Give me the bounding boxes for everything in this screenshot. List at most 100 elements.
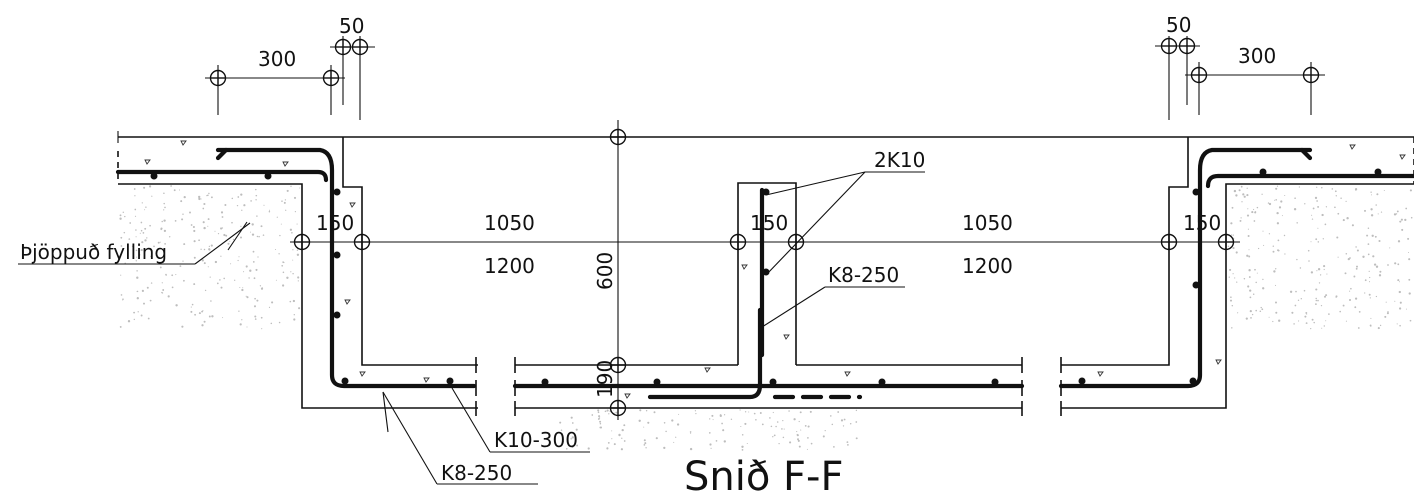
fill-stipple-dot bbox=[239, 323, 242, 326]
fill-stipple-dot bbox=[1317, 227, 1319, 229]
fill-stipple-dot bbox=[761, 423, 764, 426]
fill-stipple-dot bbox=[1277, 249, 1279, 252]
fill-stipple-dot bbox=[645, 409, 648, 412]
fill-stipple-dot bbox=[221, 227, 224, 229]
fill-stipple-dot bbox=[606, 447, 609, 450]
fill-stipple-dot bbox=[1304, 203, 1306, 205]
fill-stipple-dot bbox=[159, 241, 161, 243]
fill-stipple-dot bbox=[1357, 327, 1360, 329]
fill-stipple-dot bbox=[1322, 238, 1324, 240]
fill-stipple-dot bbox=[144, 239, 147, 242]
fill-stipple-dot bbox=[274, 248, 277, 251]
fill-stipple-dot bbox=[241, 209, 243, 211]
fill-stipple-dot bbox=[1397, 240, 1401, 243]
fill-stipple-dot bbox=[1268, 202, 1272, 206]
fill-stipple-dot bbox=[1396, 323, 1398, 325]
fill-stipple-dot bbox=[615, 411, 618, 414]
fill-stipple-dot bbox=[160, 228, 162, 231]
dim-left-50: 50 bbox=[339, 14, 364, 38]
fill-stipple-dot bbox=[201, 324, 204, 327]
fill-stipple-dot bbox=[715, 440, 718, 442]
fill-stipple-dot bbox=[723, 440, 726, 443]
fill-stipple-dot bbox=[719, 414, 722, 418]
fill-stipple-dot bbox=[203, 202, 206, 206]
fill-stipple-dot bbox=[278, 321, 281, 324]
fill-stipple-dot bbox=[236, 204, 239, 207]
fill-stipple-dot bbox=[202, 221, 205, 224]
fill-stipple-dot bbox=[1246, 194, 1249, 197]
fill-stipple-dot bbox=[254, 297, 256, 300]
fill-stipple-dot bbox=[575, 428, 578, 431]
fill-stipple-dot bbox=[1233, 189, 1237, 193]
fill-stipple-dot bbox=[1324, 223, 1327, 226]
fill-stipple-dot bbox=[855, 409, 858, 412]
fill-stipple-dot bbox=[597, 409, 600, 412]
fill-stipple-dot bbox=[645, 447, 647, 449]
fill-stipple-dot bbox=[1370, 325, 1372, 327]
fill-stipple-dot bbox=[149, 224, 151, 227]
fill-stipple-dot bbox=[1319, 274, 1322, 276]
fill-stipple-dot bbox=[1395, 213, 1398, 215]
fill-stipple-dot bbox=[161, 282, 163, 284]
fill-stipple-dot bbox=[129, 222, 132, 224]
fill-stipple-dot bbox=[753, 412, 756, 415]
fill-stipple-dot bbox=[807, 437, 809, 439]
fill-stipple-dot bbox=[730, 418, 733, 421]
fill-stipple-dot bbox=[216, 282, 219, 285]
fill-stipple-dot bbox=[161, 220, 163, 223]
fill-stipple-dot bbox=[1407, 251, 1410, 254]
fill-stipple-dot bbox=[1404, 218, 1407, 222]
fill-stipple-dot bbox=[120, 274, 122, 276]
fill-stipple-dot bbox=[149, 299, 152, 302]
fill-stipple-dot bbox=[150, 282, 153, 284]
fill-stipple-dot bbox=[1289, 290, 1293, 293]
fill-stipple-dot bbox=[175, 304, 178, 307]
fill-stipple-dot bbox=[1274, 199, 1276, 201]
fill-stipple-dot bbox=[690, 432, 692, 434]
fill-stipple-dot bbox=[709, 418, 711, 420]
fill-stipple-dot bbox=[611, 430, 613, 432]
dim-right-1050: 1050 bbox=[962, 211, 1013, 235]
fill-stipple-dot bbox=[607, 442, 610, 444]
fill-stipple-dot bbox=[709, 443, 712, 446]
fill-stipple-dot bbox=[1370, 194, 1373, 196]
fill-stipple-dot bbox=[598, 417, 601, 419]
fill-stipple-dot bbox=[1243, 278, 1246, 280]
fill-stipple-dot bbox=[165, 274, 167, 276]
fill-stipple-dot bbox=[134, 195, 136, 197]
fill-stipple-dot bbox=[1294, 197, 1296, 199]
fill-stipple-dot bbox=[299, 187, 301, 189]
fill-stipple-dot bbox=[144, 227, 147, 230]
fill-stipple-dot bbox=[220, 255, 222, 257]
fill-stipple-dot bbox=[207, 225, 209, 227]
fill-stipple-dot bbox=[1355, 246, 1357, 248]
fill-stipple-dot bbox=[1274, 268, 1277, 270]
fill-stipple-dot bbox=[1347, 257, 1350, 261]
fill-stipple-dot bbox=[570, 438, 572, 440]
fill-stipple-dot bbox=[223, 277, 225, 280]
fill-stipple-dot bbox=[119, 214, 122, 217]
fill-stipple-dot bbox=[676, 423, 680, 426]
fill-stipple-dot bbox=[569, 431, 571, 433]
fill-stipple-dot bbox=[202, 310, 204, 312]
fill-stipple-dot bbox=[293, 314, 295, 316]
fill-stipple-dot bbox=[1248, 269, 1251, 272]
fill-stipple-dot bbox=[243, 204, 246, 207]
fill-stipple-dot bbox=[798, 420, 800, 423]
fill-stipple-dot bbox=[1267, 202, 1270, 204]
fill-stipple-dot bbox=[136, 290, 139, 293]
fill-stipple-dot bbox=[1303, 289, 1306, 292]
fill-stipple-dot bbox=[1409, 319, 1412, 322]
fill-stipple-dot bbox=[1245, 317, 1248, 320]
fill-stipple-dot bbox=[804, 425, 807, 427]
fill-stipple-dot bbox=[849, 422, 852, 425]
fill-stipple-dot bbox=[695, 412, 697, 415]
fill-stipple-dot bbox=[1399, 324, 1401, 327]
fill-stipple-dot bbox=[256, 299, 259, 302]
fill-stipple-dot bbox=[775, 425, 777, 428]
fill-stipple-dot bbox=[194, 313, 197, 316]
fill-stipple-dot bbox=[183, 243, 186, 246]
fill-stipple-dot bbox=[810, 442, 813, 445]
fill-stipple-dot bbox=[1385, 301, 1387, 303]
fill-stipple-dot bbox=[124, 215, 126, 218]
